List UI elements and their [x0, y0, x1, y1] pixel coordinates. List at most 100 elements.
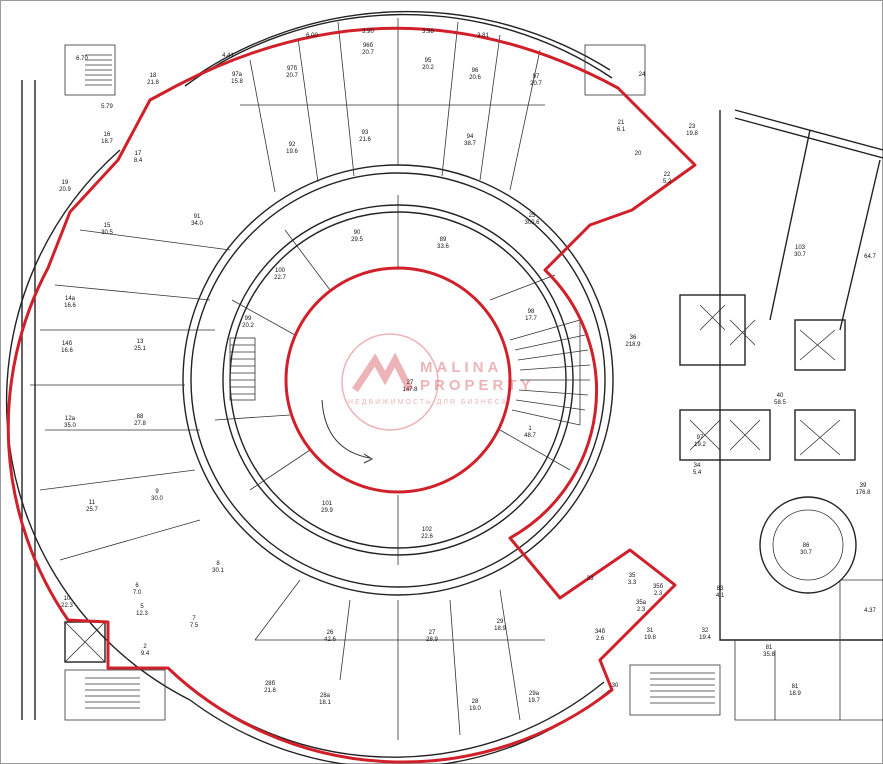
room-label: 4.37 [864, 608, 876, 614]
room-area: 6.1 [617, 127, 626, 133]
room-area: 18.7 [101, 139, 113, 145]
room-area: 22.6 [421, 534, 433, 540]
watermark-tagline: НЕДВИЖИМОСТЬ ДЛЯ БИЗНЕСА [348, 399, 508, 406]
room-number: 19 [62, 180, 69, 186]
watermark-logo-icon [341, 333, 439, 431]
room-label: 930.0 [151, 489, 163, 502]
room-area: 18.9 [789, 691, 801, 697]
room-area: 30.1 [212, 568, 224, 574]
room-label: 24 [639, 72, 646, 78]
room-area: 218.9 [625, 342, 641, 348]
room-number: 101 [322, 501, 333, 507]
room-number: 86 [803, 543, 810, 549]
watermark: MALINA PROPERTY НЕДВИЖИМОСТЬ ДЛЯ БИЗНЕСА [341, 333, 531, 431]
room-area: 21.6 [359, 137, 371, 143]
room-area: 33.6 [437, 244, 449, 250]
room-number: 25 [529, 213, 536, 219]
room-label: 225.2 [663, 172, 672, 185]
room-number: 29а [529, 691, 540, 697]
room-number: 34 [694, 463, 701, 469]
room-number: 92 [289, 142, 296, 148]
watermark-brand-line1: MALINA [420, 359, 502, 376]
room-number: 16 [104, 132, 111, 138]
room-number: 39 [860, 483, 867, 489]
room-number: 26 [327, 630, 334, 636]
room-area: 30.0 [151, 496, 163, 502]
room-label: 5.79 [101, 104, 113, 110]
room-number: 11 [89, 500, 96, 506]
room-area: 3.81 [477, 33, 489, 39]
room-area: 38.7 [464, 141, 476, 147]
room-area: 6.70 [76, 56, 88, 62]
room-area: 17.7 [525, 316, 537, 322]
room-area: 147.8 [402, 387, 418, 393]
room-number: 17 [135, 151, 142, 157]
room-number: 14б [62, 341, 73, 347]
room-area: 22.7 [274, 275, 286, 281]
room-number: 22 [664, 172, 671, 178]
room-number: 8 [216, 561, 220, 567]
room-number: 93 [362, 130, 369, 136]
room-number: 40 [777, 393, 784, 399]
room-area: 58.5 [774, 400, 786, 406]
room-number: 97a [232, 72, 243, 78]
room-label: 6.00 [306, 33, 318, 39]
room-area: 48.7 [524, 433, 536, 439]
room-number: 81 [792, 684, 799, 690]
room-number: 13 [137, 339, 144, 345]
room-area: 64.7 [864, 254, 876, 260]
room-area: 25.7 [86, 507, 98, 513]
highlight-outline [6, 26, 697, 764]
room-area: 5.2 [663, 179, 672, 185]
room-area: 19.8 [644, 635, 656, 641]
circulation-arrowhead-icon [363, 453, 374, 464]
room-area: 20.7 [530, 81, 542, 87]
room-area: 20.6 [469, 75, 481, 81]
room-area: 19.6 [286, 149, 298, 155]
room-label: 830.1 [212, 561, 224, 574]
room-number: 103 [795, 245, 806, 251]
room-number: 34б [595, 629, 606, 635]
room-area: 2.3 [637, 607, 646, 613]
room-area: 15.8 [231, 79, 243, 85]
room-number: 20 [635, 151, 642, 157]
room-number: 12а [65, 416, 76, 422]
room-label: 353.3 [628, 573, 637, 586]
room-area: 21.8 [264, 688, 276, 694]
room-number: 2 [143, 644, 147, 650]
room-area: 4.41 [222, 53, 234, 59]
room-number: 96 [472, 68, 479, 74]
room-number: 9 [155, 489, 159, 495]
room-area: 7.0 [133, 590, 142, 596]
room-number: 88 [137, 414, 144, 420]
room-number: 29 [497, 619, 504, 625]
